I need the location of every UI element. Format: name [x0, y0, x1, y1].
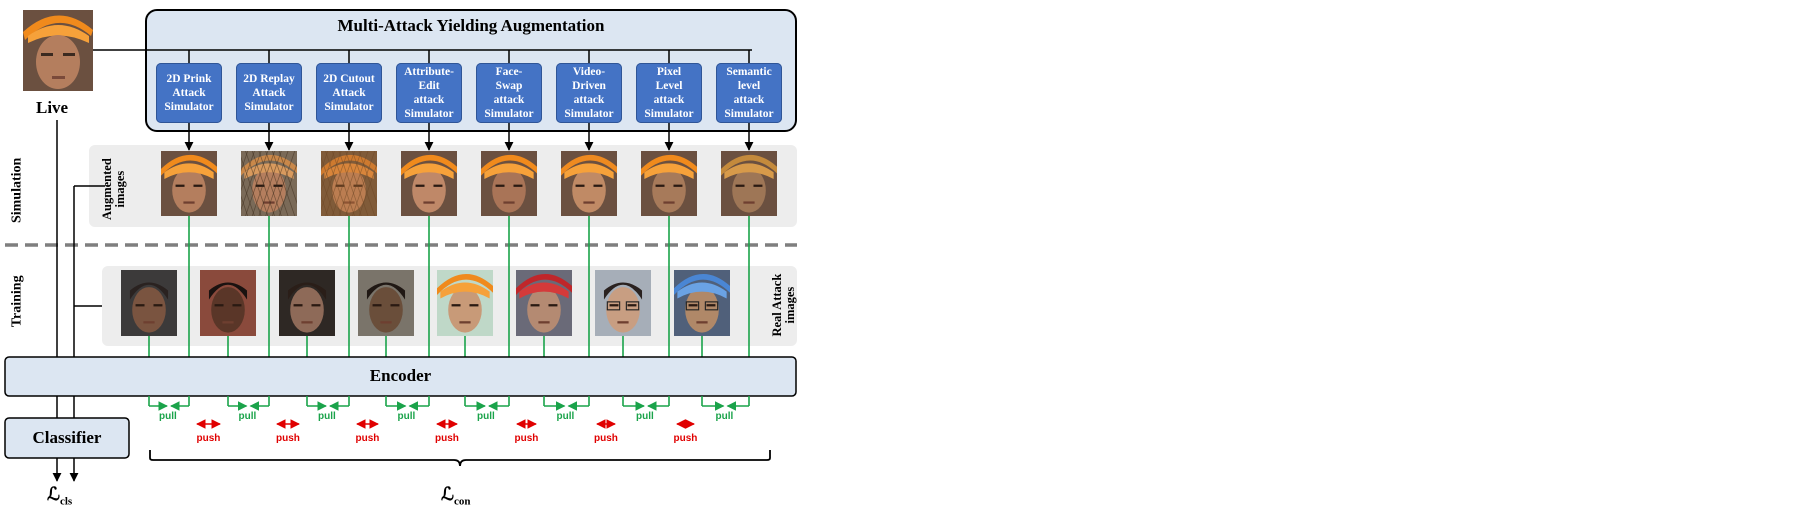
maya-title: Multi-Attack Yielding Augmentation: [337, 16, 605, 35]
simulator-label-line: Attack: [172, 86, 206, 99]
simulator-label-line: Simulator: [564, 108, 614, 121]
real-attack-image-6: [516, 270, 572, 336]
simulator-label-line: Simulator: [164, 101, 214, 113]
simulator-label-line: Attack: [252, 86, 286, 99]
augmented-image-4: [401, 151, 457, 216]
simulator-label-line: 2D Replay: [243, 72, 295, 85]
simulator-label-line: attack: [653, 94, 685, 106]
simulator-label-line: attack: [573, 94, 605, 106]
simulator-label-line: Simulator: [644, 108, 694, 121]
live-face-image: [23, 10, 93, 91]
push-label: push: [355, 433, 380, 444]
simulator-label-line: Swap: [495, 79, 523, 92]
pull-label: pull: [397, 411, 416, 422]
pull-label: pull: [477, 411, 495, 422]
loss-brace: [149, 450, 771, 467]
simulator-label-line: Edit: [418, 79, 440, 92]
real-attack-images-label: Real Attack images: [769, 273, 797, 337]
simulator-label-line: Pixel: [656, 65, 682, 78]
pull-label: pull: [636, 411, 654, 422]
simulator-label-line: Attack: [332, 86, 366, 99]
classifier-box: [4, 417, 130, 459]
push-label: push: [673, 433, 698, 444]
live-label: Live: [36, 98, 69, 117]
pull-label: pull: [715, 411, 734, 422]
augmented-image-8: [721, 151, 777, 216]
pull-label: pull: [159, 411, 177, 422]
simulator-label-line: Simulator: [244, 101, 294, 113]
real-attack-image-4: [358, 270, 414, 336]
push-label: push: [276, 433, 300, 444]
simulator-label-line: attack: [413, 94, 445, 106]
simulation-label: Simulation: [9, 157, 25, 224]
simulator-label-line: Attribute-: [404, 65, 454, 78]
simulator-label-line: Simulator: [324, 101, 374, 113]
push-label: push: [594, 433, 618, 444]
simulator-label-line: Video-: [572, 65, 606, 78]
augmented-image-2: [241, 151, 297, 216]
encoder-box: [4, 356, 797, 397]
loss-con: ℒcon: [441, 484, 471, 508]
augmented-image-1: [161, 151, 217, 216]
pull-label: pull: [238, 411, 257, 422]
augmented-images-label: Augmented images: [99, 158, 127, 221]
augmented-image-3: [321, 151, 377, 216]
real-attack-image-3: [279, 270, 335, 336]
real-attack-image-1: [121, 270, 177, 336]
augmented-image-5: [481, 151, 537, 216]
push-label: push: [514, 433, 539, 444]
pull-label: pull: [318, 411, 336, 422]
simulator-label-line: Semantic: [726, 65, 772, 78]
push-label: push: [196, 433, 221, 444]
augmented-image-7: [641, 151, 697, 216]
simulator-label-line: Simulator: [484, 108, 534, 121]
classifier-label: Classifier: [32, 428, 102, 447]
simulator-label-line: Simulator: [724, 108, 774, 121]
real-attack-image-7: [595, 270, 651, 336]
real-attack-image-8: [674, 270, 730, 336]
simulator-label-line: 2D Prink: [166, 72, 212, 85]
real-attack-image-5: [437, 270, 493, 336]
simulator-label-line: Driven: [572, 79, 606, 92]
push-label: push: [435, 433, 459, 444]
loss-cls: ℒcls: [47, 484, 73, 508]
augmented-image-6: [561, 151, 617, 216]
real-attack-image-2: [200, 270, 256, 336]
simulator-label-line: attack: [493, 94, 525, 106]
simulator-label-line: Level: [655, 79, 683, 92]
simulator-label-line: Simulator: [404, 108, 454, 121]
simulator-label-line: attack: [733, 94, 765, 106]
maya-box: [145, 9, 797, 132]
encoder-label: Encoder: [369, 366, 432, 385]
simulator-label-line: 2D Cutout: [323, 72, 375, 85]
pull-label: pull: [556, 411, 575, 422]
simulator-label-line: Face-: [495, 65, 523, 78]
training-label: Training: [9, 275, 25, 328]
simulator-label-line: level: [737, 79, 761, 92]
